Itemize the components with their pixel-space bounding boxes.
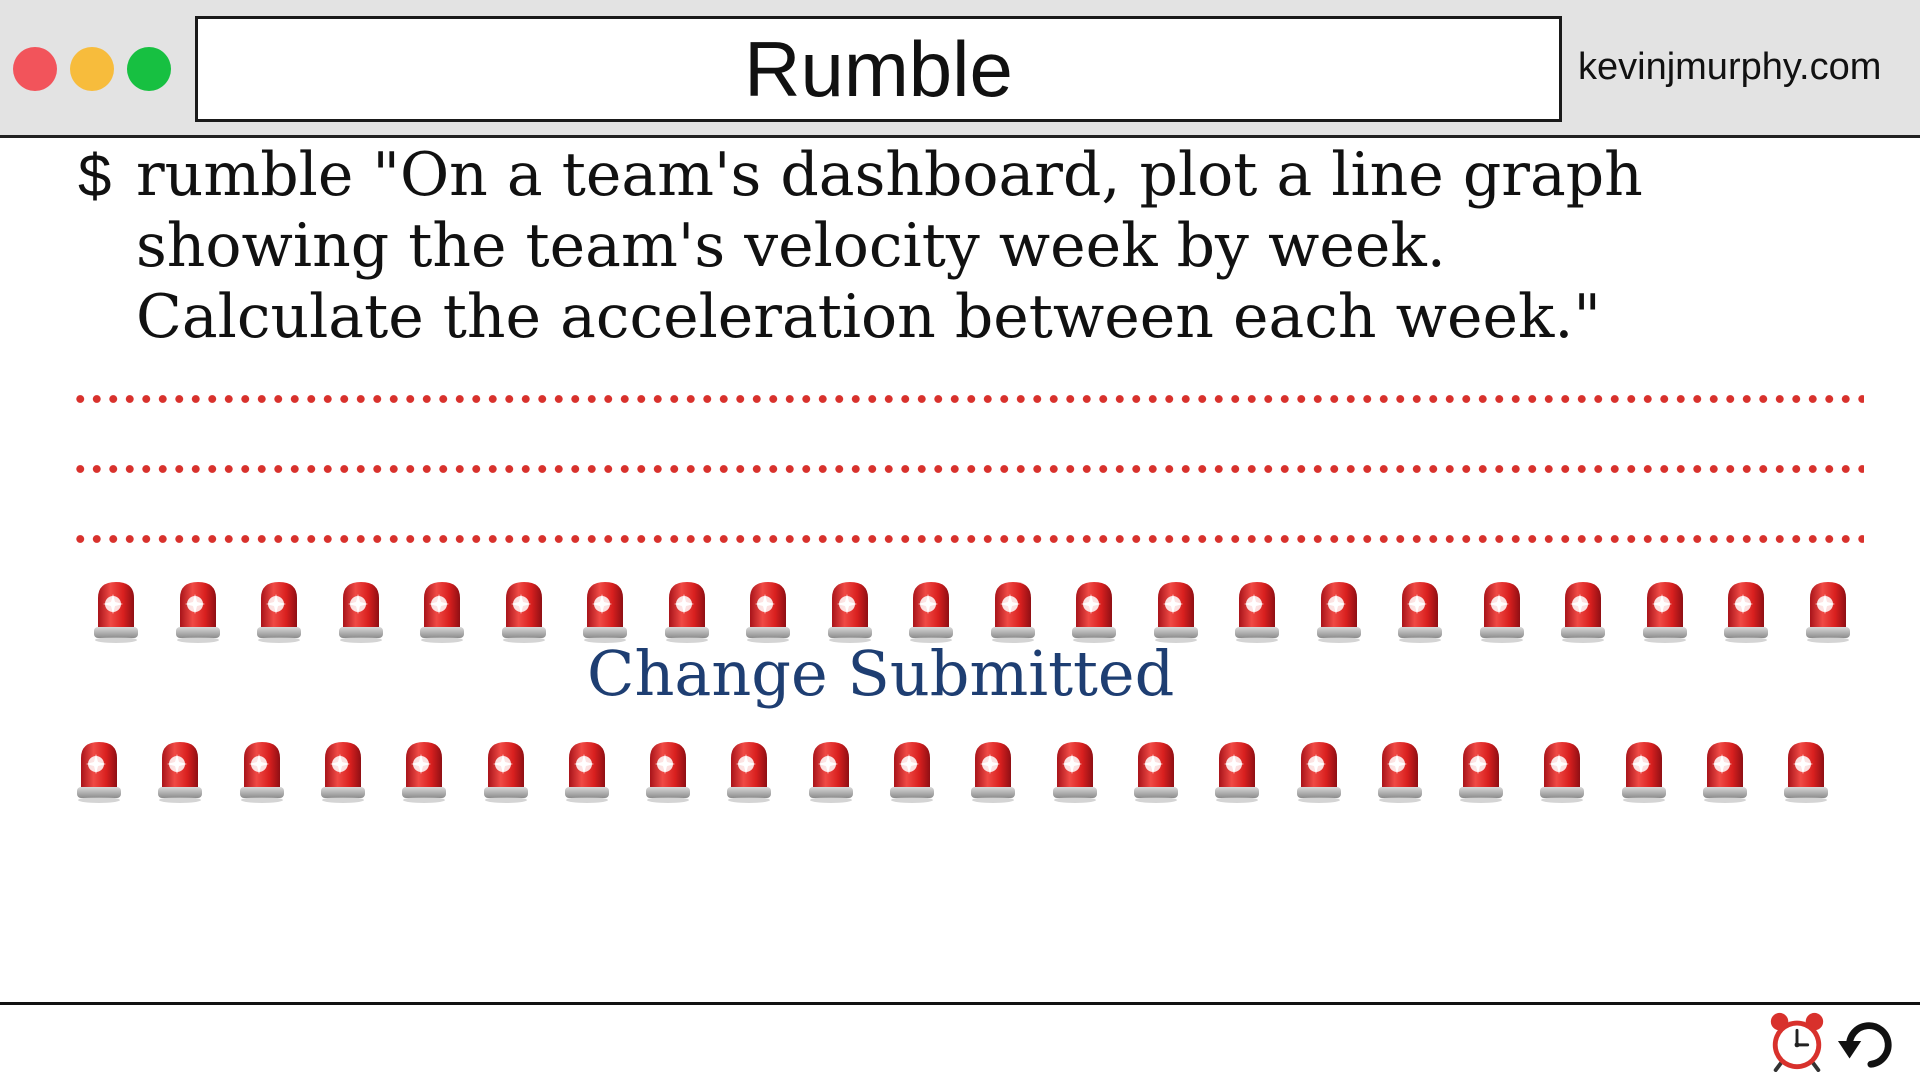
command-line-1: rumble "On a team's dashboard, plot a li… <box>136 140 1643 210</box>
police-siren-icon <box>1724 582 1768 643</box>
police-siren-icon <box>1642 582 1687 643</box>
police-siren-icon <box>1805 582 1850 643</box>
police-siren-icon <box>1621 742 1666 803</box>
refresh-icon[interactable] <box>1836 1010 1898 1072</box>
police-siren-icon <box>727 742 772 803</box>
police-siren-icon <box>175 582 220 643</box>
police-siren-icon <box>1296 742 1341 803</box>
police-siren-icon <box>1316 582 1361 643</box>
police-siren-icon <box>239 742 284 803</box>
police-siren-icon <box>1784 742 1829 803</box>
police-siren-icon <box>1072 582 1116 643</box>
alarm-clock-icon <box>1770 1012 1824 1072</box>
police-siren-icon <box>1398 582 1442 643</box>
police-siren-icon <box>320 742 365 803</box>
footer-divider <box>0 1002 1920 1005</box>
police-siren-icon <box>402 742 447 803</box>
police-siren-icon <box>564 742 609 803</box>
dotted-divider-1 <box>72 394 1864 404</box>
police-siren-icon <box>1235 582 1279 643</box>
minimize-button[interactable] <box>70 47 114 91</box>
police-siren-icon <box>1133 742 1178 803</box>
window-titlebar: Rumble kevinjmurphy.com <box>0 0 1920 138</box>
police-siren-icon <box>338 582 383 643</box>
police-siren-icon <box>483 742 528 803</box>
police-siren-icon <box>664 582 709 643</box>
police-siren-icon <box>420 582 464 643</box>
police-siren-icon <box>1052 742 1097 803</box>
dotted-divider-2 <box>72 464 1864 474</box>
command-line-3: Calculate the acceleration between each … <box>136 282 1601 352</box>
police-siren-icon <box>1459 742 1504 803</box>
police-siren-icon <box>909 582 953 643</box>
police-siren-icon <box>971 742 1016 803</box>
police-siren-icon <box>827 582 872 643</box>
police-siren-icon <box>158 742 203 803</box>
site-label: kevinjmurphy.com <box>1578 46 1882 88</box>
police-siren-icon <box>77 742 121 803</box>
window-title: Rumble <box>744 25 1013 113</box>
police-siren-icon <box>257 582 301 643</box>
police-siren-icon <box>583 582 627 643</box>
police-siren-icon <box>1703 742 1747 803</box>
police-siren-icon <box>808 742 853 803</box>
police-siren-icon <box>1377 742 1422 803</box>
maximize-button[interactable] <box>127 47 171 91</box>
police-siren-icon <box>646 742 691 803</box>
siren-row-top <box>0 578 1920 648</box>
dotted-divider-3 <box>72 534 1864 544</box>
police-siren-icon <box>94 582 138 643</box>
police-siren-icon <box>890 742 934 803</box>
police-siren-icon <box>1561 582 1605 643</box>
siren-row-bottom <box>0 738 1920 808</box>
shell-prompt: $ <box>78 142 112 209</box>
police-siren-icon <box>1215 742 1260 803</box>
address-bar[interactable]: Rumble <box>195 16 1562 122</box>
police-siren-icon <box>746 582 790 643</box>
police-siren-icon <box>1479 582 1524 643</box>
status-message: Change Submitted <box>587 637 1175 710</box>
police-siren-icon <box>990 582 1035 643</box>
police-siren-icon <box>1540 742 1585 803</box>
police-siren-icon <box>501 582 546 643</box>
command-line-2: showing the team's velocity week by week… <box>136 211 1446 281</box>
police-siren-icon <box>1153 582 1198 643</box>
close-button[interactable] <box>13 47 57 91</box>
